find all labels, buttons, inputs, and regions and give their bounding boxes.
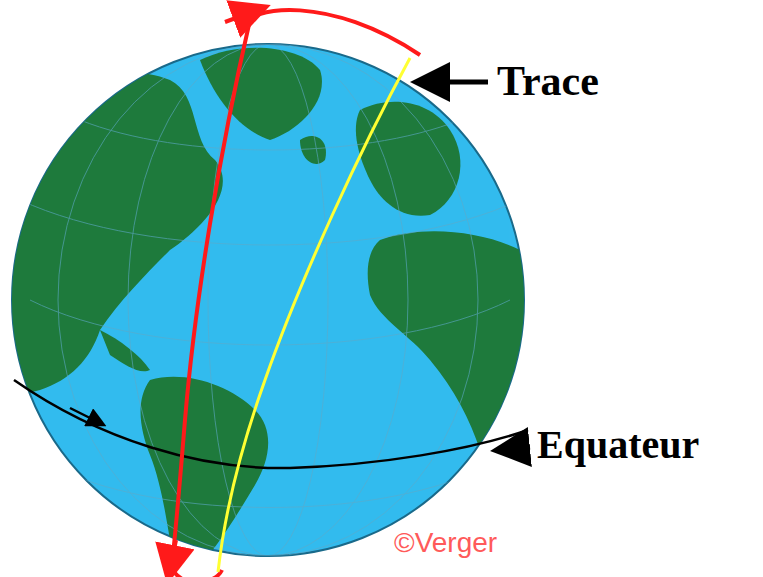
graticule [20, 44, 520, 556]
leader-arrow [500, 447, 530, 450]
watermark: ©Verger [394, 529, 497, 557]
orbit-front [172, 20, 250, 563]
equator-line [14, 380, 528, 468]
equator-arrow [70, 408, 102, 424]
label-text: Equateur [537, 425, 699, 465]
label-text: Trace [497, 60, 599, 102]
orbit-arrow [171, 540, 176, 565]
leader-arrow [420, 80, 488, 85]
ground-trace [218, 58, 410, 572]
orbit-arrow [225, 12, 252, 22]
land-masses [0, 36, 530, 564]
orbit-back [170, 565, 222, 577]
